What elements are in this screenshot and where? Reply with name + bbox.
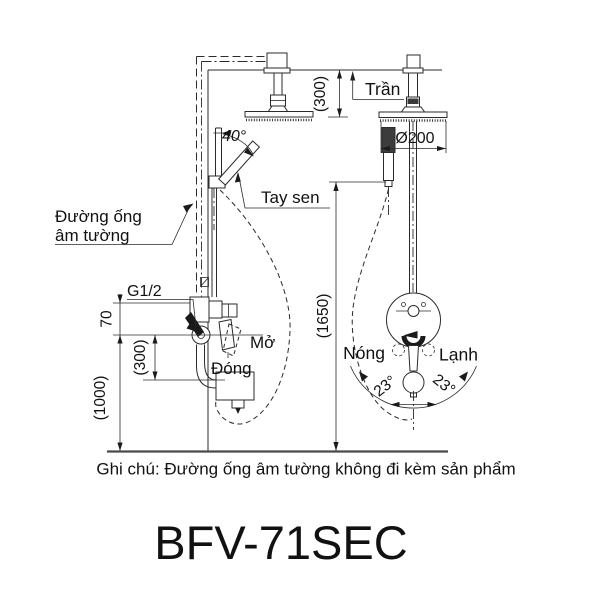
swing-arc [350,365,477,409]
concealed-pipe-arrow [183,203,194,213]
swing-arrow-right [459,371,468,382]
dim-300-left: (300) [132,339,149,375]
rain-shower-front [378,54,448,294]
center-arrow-left [390,401,400,408]
valve-body [386,292,441,348]
concealed-pipe [196,56,270,298]
handle-stem [407,345,420,372]
handle-closed-position [222,323,242,357]
dim-hand-shower-height: (1650) [315,181,386,451]
shower-head-disc [244,111,314,118]
down-pipe-outer [196,344,217,389]
handle-ball [402,371,425,394]
dim-diameter: Ø200 [395,130,434,147]
mixer-valve-front: Nóng Lạnh [343,292,478,398]
dim-1000: (1000) [92,376,109,421]
handle-alt-left [392,343,405,357]
drop-pipe [408,73,418,97]
center-arrow-right [427,401,437,408]
angle-arrow-left [222,130,232,137]
shower-arm-pipe [273,73,283,95]
rain-shower-side [244,52,314,122]
ceiling-flange [263,67,291,74]
dim-300-top: (300) [312,76,329,112]
front-view: Ø200 (1650) Nóng Lạnh [315,54,478,451]
column-pipe [409,121,417,294]
exposed-column [211,188,217,297]
dim-1650: (1650) [315,294,332,339]
callout-thread: G1/2 [127,283,198,332]
cold-label: Lạnh [439,345,478,365]
thread-arrow [186,321,198,332]
dim-ceiling-offset: (300) [312,70,348,118]
ball-joint-band [407,98,419,104]
hub-indicator [403,331,418,339]
fitting-side [208,300,223,319]
shower-hose [215,189,291,425]
flow-arrow [235,407,241,414]
shower-hose [351,188,413,421]
note-text: Ghi chú: Đường ống âm tường không đi kèm… [96,460,515,479]
dim-lines-left: 70 (300) (1000) [92,294,263,451]
hot-label: Nóng [343,343,385,363]
ceiling-flange [402,67,424,74]
side-view: 40° Mở Đóng [55,52,442,451]
hand-shower-front [351,127,413,421]
model-title: BFV-71SEC [154,516,407,569]
fitting-knob [221,303,238,318]
slide-bar [215,127,222,178]
thread-label: G1/2 [127,283,162,300]
callout-concealed-pipe: Đường ống âm tường [55,203,194,245]
hand-shower-arrow [234,172,241,183]
swing-arrow-left [359,371,368,382]
diverter-detail-right [421,302,426,307]
hand-shower-side [208,127,291,425]
hand-shower-label: Tay sen [261,188,320,207]
pipe-elbow [266,52,288,69]
open-label: Mở [250,333,275,352]
callout-ceiling: Trần [350,71,404,100]
handle-alt-right [422,343,435,357]
ceiling-label: Trần [365,79,400,99]
diverter-knob [407,305,420,317]
angle-arrow-right [244,147,254,157]
concealed-pipe-label-2: âm tường [55,226,130,245]
angle-40-label: 40° [222,128,247,145]
diverter-detail-left [401,302,406,307]
callout-hand-shower: Tay sen [234,172,330,209]
ceiling-fitting [406,54,421,69]
dim-holder-angle: 40° [213,128,254,157]
close-label: Đóng [211,359,252,378]
dim-70: 70 [99,310,116,328]
dim-head-diameter: Ø200 [380,121,447,153]
hose-fitting [384,180,393,187]
valve-lever-side [185,312,204,337]
hand-shower-handle [383,152,394,181]
concealed-pipe-label-1: Đường ống [55,207,142,226]
spout-nozzle [231,399,245,409]
shower-head-disc [378,111,448,118]
mixer-valve-side: Mở Đóng [185,188,275,414]
